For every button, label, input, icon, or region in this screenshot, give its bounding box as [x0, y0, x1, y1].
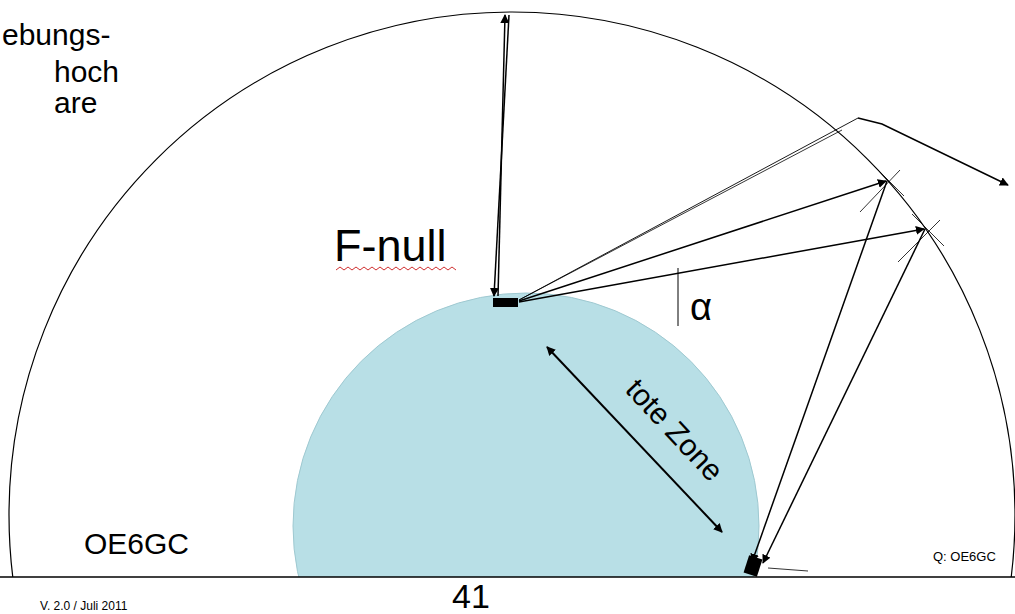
- angle-label: α: [690, 286, 712, 330]
- footer-rule: [0, 576, 1015, 578]
- angle-line: [678, 268, 679, 326]
- reflected-ray: [763, 229, 925, 563]
- slide-text: ebungs-: [2, 18, 110, 53]
- tangent-mark: [912, 214, 944, 246]
- tangent-mark: [874, 166, 904, 196]
- vertical-ray-down: [494, 15, 509, 296]
- layer-label: F-null: [334, 220, 447, 272]
- ray: [519, 130, 842, 300]
- source-note: Q: OE6GC: [933, 550, 996, 565]
- slide-text: hoch: [54, 55, 119, 90]
- slide-text: are: [54, 86, 97, 121]
- version-note: V. 2.0 / Juli 2011: [40, 600, 127, 612]
- ray: [519, 229, 924, 302]
- reflected-ray: [752, 181, 887, 562]
- ray: [519, 181, 886, 301]
- normal-mark: [860, 170, 900, 212]
- ground-mark: [768, 568, 808, 571]
- transmitter-symbol: [493, 298, 518, 307]
- escaping-ray: [858, 118, 1008, 185]
- author-label: OE6GC: [84, 527, 189, 562]
- earth-disc: [293, 293, 759, 577]
- escaping-ray: [519, 118, 858, 300]
- ionosphere-arc: [9, 12, 1015, 577]
- receiver-symbol: [744, 555, 763, 576]
- page-number: 41: [452, 579, 490, 613]
